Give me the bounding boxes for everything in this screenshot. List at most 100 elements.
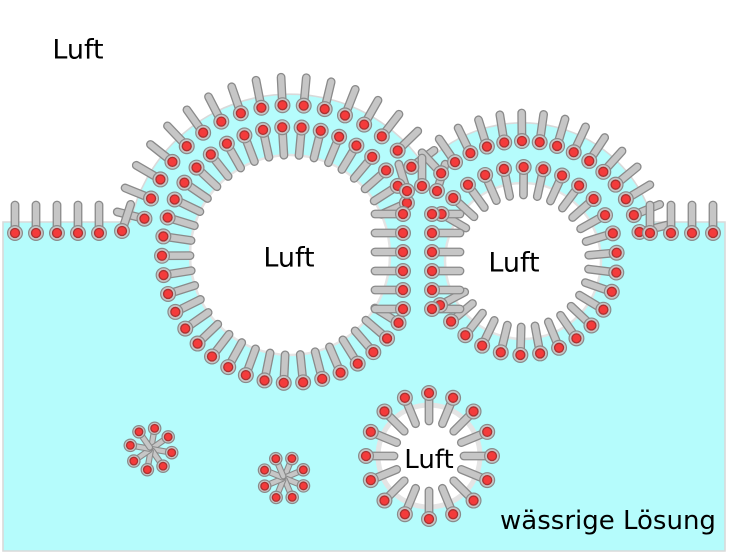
molecule-head — [158, 269, 169, 281]
molecule-head — [588, 193, 599, 205]
molecule-head — [397, 303, 409, 315]
molecule-head — [260, 481, 270, 491]
molecule-head — [426, 246, 438, 258]
molecule-head — [167, 448, 177, 458]
molecule-head — [259, 375, 270, 386]
molecule-head — [206, 351, 218, 362]
molecule-head — [156, 250, 168, 261]
molecule-head — [379, 406, 390, 417]
molecule-head — [205, 149, 216, 160]
molecule-head — [163, 432, 173, 442]
molecule-head — [381, 333, 393, 344]
molecule-head — [392, 145, 403, 156]
molecule-head — [397, 265, 409, 277]
molecule-head — [495, 347, 506, 358]
molecule-head — [606, 286, 617, 297]
molecule-head — [515, 349, 526, 361]
molecule-head — [296, 122, 307, 133]
molecule-head — [516, 135, 528, 147]
molecule-head — [179, 177, 190, 188]
molecule-head — [518, 161, 529, 173]
molecule-head — [486, 450, 498, 462]
molecule-head — [198, 127, 209, 138]
molecule-head — [498, 163, 510, 175]
molecule-head — [139, 213, 150, 224]
molecule-head — [365, 426, 376, 438]
molecule-head — [399, 392, 411, 403]
molecule-head — [93, 227, 105, 239]
molecule-head — [584, 155, 595, 167]
molecule-head — [620, 194, 632, 205]
molecule-head — [235, 108, 247, 119]
molecule-head — [352, 358, 363, 369]
molecule-head — [468, 406, 479, 417]
molecule-head — [271, 454, 281, 464]
molecule-head — [449, 156, 461, 168]
molecule-head — [158, 461, 168, 471]
molecule-head — [365, 474, 376, 486]
molecule-head — [431, 185, 443, 197]
molecule-head — [397, 227, 409, 239]
molecule-head — [287, 492, 297, 502]
molecule-head — [416, 180, 428, 192]
molecule-head — [339, 110, 351, 121]
molecule-head — [181, 141, 192, 152]
molecule-head — [299, 481, 308, 491]
molecule-head — [534, 348, 546, 359]
label-luft-right-bubble: Luft — [488, 248, 539, 279]
molecule-head — [333, 131, 345, 142]
molecule-head — [260, 465, 269, 475]
molecule-head — [611, 247, 622, 258]
molecule-head — [239, 130, 250, 141]
molecule-head — [277, 100, 288, 111]
molecule-head — [462, 179, 474, 190]
molecule-head — [271, 493, 281, 502]
molecule-head — [162, 288, 174, 300]
molecule-head — [482, 426, 493, 438]
molecule-head — [125, 440, 135, 450]
molecule-head — [192, 338, 203, 349]
molecule-head — [426, 208, 438, 220]
molecule-head — [167, 156, 178, 168]
molecule-head — [401, 185, 413, 197]
molecule-head — [460, 330, 471, 341]
molecule-head — [180, 323, 191, 334]
molecule-head — [479, 169, 491, 181]
molecule-head — [426, 265, 438, 277]
molecule-head — [665, 227, 677, 239]
molecule-head — [51, 227, 63, 239]
molecule-head — [610, 179, 621, 190]
label-luft-small-bubble: Luft — [404, 445, 453, 475]
molecule-head — [551, 140, 563, 152]
molecule-head — [481, 141, 493, 152]
molecule-head — [256, 102, 267, 113]
molecule-head — [298, 465, 308, 475]
molecule-head — [447, 392, 459, 403]
molecule-head — [436, 168, 447, 179]
molecule-head — [571, 333, 582, 344]
molecule-head — [315, 125, 326, 136]
molecule-head — [240, 369, 252, 381]
molecule-head — [169, 194, 180, 205]
molecule-head — [447, 509, 459, 520]
molecule-head — [538, 164, 549, 175]
molecule-head — [586, 320, 597, 331]
molecule-head — [406, 161, 417, 172]
molecule-head — [191, 162, 202, 173]
molecule-head — [448, 192, 459, 204]
molecule-head — [644, 227, 656, 239]
molecule-head — [707, 227, 719, 239]
molecule-head — [397, 246, 409, 258]
molecule-head — [162, 212, 173, 223]
molecule-head — [367, 151, 378, 163]
molecule-head — [553, 342, 565, 353]
molecule-head — [116, 225, 128, 237]
molecule-head — [380, 165, 392, 176]
molecule-head — [142, 465, 152, 475]
molecule-head — [145, 193, 157, 204]
molecule-head — [368, 346, 379, 358]
molecule-head — [376, 131, 387, 142]
